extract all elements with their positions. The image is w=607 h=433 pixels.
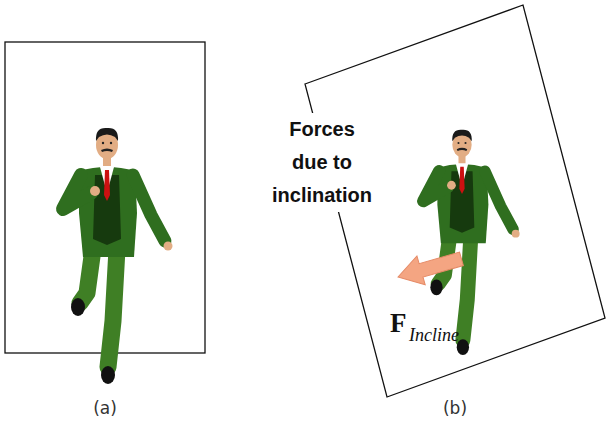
man-figure bbox=[63, 128, 173, 384]
panel-label: (a) bbox=[93, 397, 117, 419]
force-symbol: F bbox=[390, 308, 407, 338]
force-note: Forces due to inclination bbox=[268, 113, 376, 212]
force-arrow bbox=[394, 244, 466, 291]
panel-label: (b) bbox=[443, 397, 467, 419]
man-figure bbox=[423, 130, 519, 355]
force-subscript: Incline bbox=[409, 324, 459, 346]
